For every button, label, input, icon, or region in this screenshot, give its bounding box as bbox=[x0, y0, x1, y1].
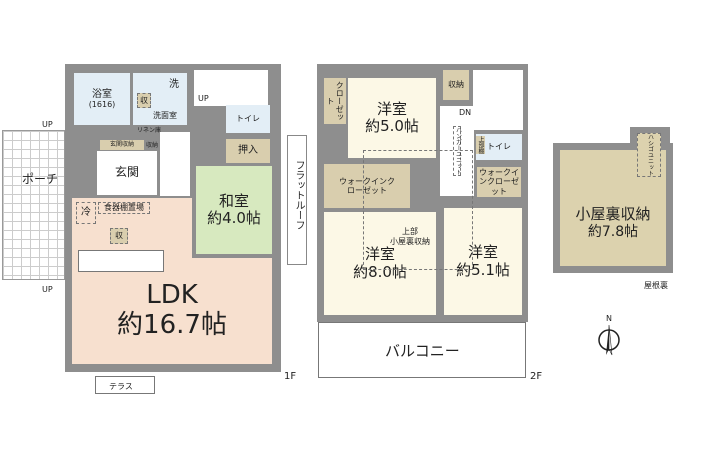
entrance-storage: 玄関収納 bbox=[100, 140, 144, 150]
washroom-label: 洗面室 bbox=[153, 111, 177, 120]
kitchen-storage: 収 bbox=[110, 228, 128, 244]
hall-1f bbox=[160, 132, 190, 196]
balcony-label: バルコニー bbox=[385, 342, 460, 360]
ldk-lower: LDK 約16.7帖 bbox=[72, 258, 272, 364]
floor1-label: 1F bbox=[284, 371, 297, 382]
bathroom: 浴室 (1616) bbox=[74, 73, 130, 125]
storage-label: 収 bbox=[137, 93, 151, 109]
entrance: 玄関 bbox=[97, 151, 157, 195]
attic-above-label-2: 小屋裏収納 bbox=[390, 237, 430, 246]
bath-size: (1616) bbox=[88, 100, 116, 110]
up-label-1: UP bbox=[42, 120, 53, 129]
kitchen-counter bbox=[78, 250, 164, 272]
ladder-unit-label: ハシゴユニット bbox=[646, 134, 654, 176]
toilet-2f-label: トイレ bbox=[487, 142, 511, 152]
japanese-room-label: 和室 bbox=[218, 191, 249, 210]
flat-roof bbox=[287, 135, 307, 265]
compass-icon bbox=[598, 325, 620, 356]
hanger-unit-label: ハンガーユニット bbox=[452, 126, 462, 176]
japanese-room-size: 約4.0帖 bbox=[207, 209, 261, 227]
bath-label: 浴室 bbox=[92, 88, 112, 100]
storage-2f-label: 収納 bbox=[448, 80, 464, 90]
oshiire-label: 押入 bbox=[238, 145, 258, 157]
washroom: 洗 収 洗面室 bbox=[133, 73, 187, 125]
closet-label: クローゼット bbox=[326, 81, 345, 121]
ladder-unit: ハシゴユニット bbox=[637, 133, 661, 177]
porch-area bbox=[2, 130, 65, 280]
flat-roof-label: フラットルーフ bbox=[293, 160, 304, 230]
wic2-label: ウォークインクローゼット bbox=[479, 168, 519, 196]
toilet-label: トイレ bbox=[236, 114, 260, 124]
upper-shelf-label: 上部棚 bbox=[476, 136, 485, 154]
floor2-label: 2F bbox=[530, 371, 543, 382]
attic-above-label-1: 上部 bbox=[402, 227, 418, 236]
wic1: ウォークインクローゼット bbox=[324, 164, 410, 208]
room2-size: 約8.0帖 bbox=[353, 262, 407, 281]
toilet-1f: トイレ bbox=[226, 105, 270, 133]
ldk-label: LDK bbox=[146, 280, 198, 311]
room3: 洋室 約5.1帖 bbox=[444, 208, 522, 315]
attic-above-outline bbox=[363, 150, 473, 270]
room1: 洋室 約5.0帖 bbox=[348, 78, 436, 158]
entrance-storage-label: 玄関収納 bbox=[109, 140, 134, 148]
terrace bbox=[95, 376, 155, 394]
up-label-2: UP bbox=[42, 285, 53, 294]
terrace-label: テラス bbox=[109, 382, 133, 391]
room1-size: 約5.0帖 bbox=[365, 117, 419, 135]
pantry-label: 食器棚置場 bbox=[104, 203, 144, 213]
roof-space-label: 屋根裏 bbox=[644, 281, 668, 290]
balcony bbox=[318, 322, 526, 378]
room3-size: 約5.1帖 bbox=[456, 260, 510, 279]
closet-2f: クローゼット bbox=[324, 78, 346, 124]
fridge: 冷 bbox=[76, 202, 96, 224]
entrance-label: 玄関 bbox=[114, 165, 139, 180]
compass-north-label: N bbox=[606, 314, 612, 323]
linen-label: リネン庫 bbox=[137, 127, 162, 134]
wash-label: 洗 bbox=[169, 79, 179, 90]
hall-2f: ハンガーユニット bbox=[440, 106, 474, 196]
room3-label: 洋室 bbox=[467, 243, 498, 262]
ldk bbox=[72, 198, 192, 260]
room1-label: 洋室 bbox=[376, 99, 407, 118]
fridge-label: 冷 bbox=[81, 207, 91, 219]
pantry: 食器棚置場 bbox=[98, 202, 150, 214]
porch-label: ポーチ bbox=[22, 172, 59, 186]
dn-label: DN bbox=[459, 108, 472, 117]
attic-size: 約7.8帖 bbox=[587, 223, 639, 240]
room2: 洋室 約8.0帖 bbox=[324, 212, 436, 315]
japanese-room: 和室 約4.0帖 bbox=[196, 166, 272, 254]
entrance-storage-small-label: 収納 bbox=[146, 142, 159, 149]
up-label-3: UP bbox=[198, 94, 209, 103]
stairs-2f bbox=[473, 70, 523, 130]
wic1-label: ウォークインクローゼット bbox=[339, 176, 395, 195]
storage-2f: 収納 bbox=[443, 70, 469, 100]
kitchen-storage-label: 収 bbox=[115, 231, 123, 241]
ldk-size: 約16.7帖 bbox=[117, 310, 227, 340]
stairs-1f bbox=[194, 70, 268, 106]
wic2: ウォークインクローゼット bbox=[477, 167, 521, 197]
room2-label: 洋室 bbox=[364, 245, 395, 264]
attic-name: 小屋裏収納 bbox=[575, 205, 651, 224]
oshiire: 押入 bbox=[226, 139, 270, 163]
